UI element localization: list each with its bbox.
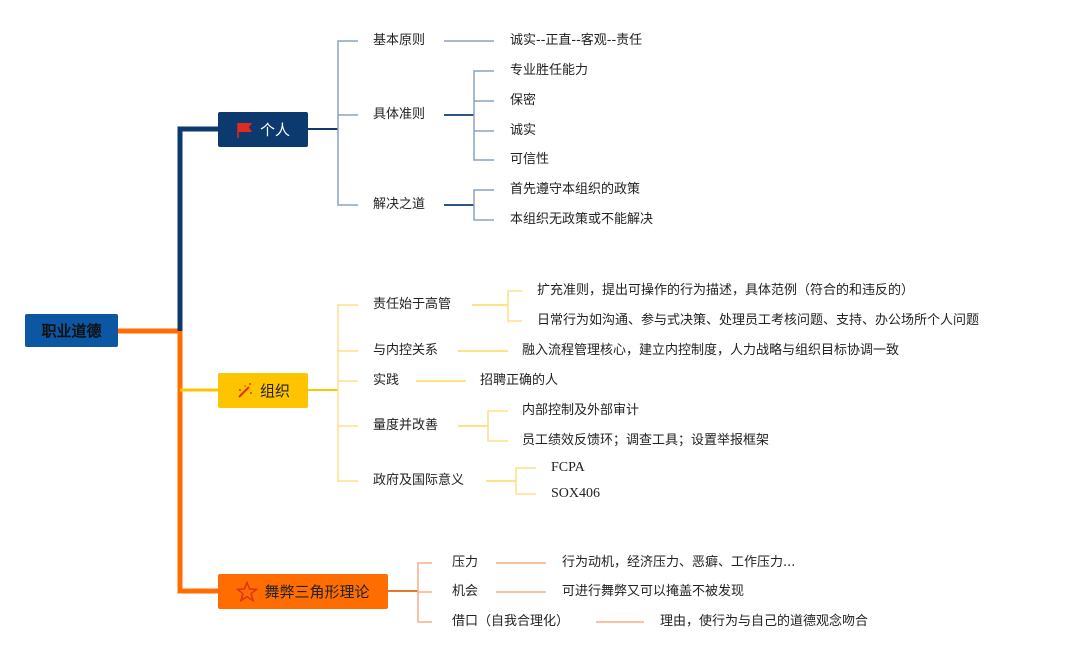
topic-principle[interactable]: 基本原则 xyxy=(373,33,426,48)
leaf-measure[interactable]: 员工绩效反馈环；调查工具；设置举报框架 xyxy=(522,433,770,448)
topic-control[interactable]: 与内控关系 xyxy=(373,343,439,358)
root-node[interactable]: 职业道德 xyxy=(25,314,118,347)
topic-excuse[interactable]: 借口（自我合理化） xyxy=(452,614,570,629)
leaf-management[interactable]: 扩充准则，提出可操作的行为描述，具体范例（符合的和违反的） xyxy=(537,283,915,298)
leaf-control[interactable]: 融入流程管理核心，建立内控制度，人力战略与组织目标协调一致 xyxy=(522,343,900,358)
magic-wand-icon xyxy=(236,382,254,400)
topic-opportunity[interactable]: 机会 xyxy=(452,584,479,599)
topic-resolution[interactable]: 解决之道 xyxy=(373,197,426,212)
leaf-rule[interactable]: 专业胜任能力 xyxy=(510,63,589,78)
topic-gov[interactable]: 政府及国际意义 xyxy=(373,473,465,488)
node-fraud[interactable]: 舞弊三角形理论 xyxy=(218,574,388,609)
fraud-label: 舞弊三角形理论 xyxy=(264,583,370,601)
star-icon xyxy=(236,580,259,603)
topic-pressure[interactable]: 压力 xyxy=(452,555,479,570)
node-personal[interactable]: 个人 xyxy=(218,112,308,147)
leaf-resolution[interactable]: 首先遵守本组织的政策 xyxy=(510,182,641,197)
leaf-rule[interactable]: 诚实 xyxy=(510,123,537,138)
leaf-practice[interactable]: 招聘正确的人 xyxy=(480,373,559,388)
leaf-gov[interactable]: SOX406 xyxy=(551,486,601,501)
topic-rules[interactable]: 具体准则 xyxy=(373,107,426,122)
leaf-rule[interactable]: 可信性 xyxy=(510,152,550,167)
topic-practice[interactable]: 实践 xyxy=(373,373,400,388)
topic-measure[interactable]: 量度并改善 xyxy=(373,418,439,433)
leaf-resolution[interactable]: 本组织无政策或不能解决 xyxy=(510,212,654,227)
personal-label: 个人 xyxy=(259,121,290,139)
leaf-principle[interactable]: 诚实--正直--客观--责任 xyxy=(510,33,643,48)
node-org[interactable]: 组织 xyxy=(218,373,308,408)
leaf-gov[interactable]: FCPA xyxy=(551,460,585,475)
topic-management[interactable]: 责任始于高管 xyxy=(373,297,452,312)
root-label: 职业道德 xyxy=(41,322,102,340)
flag-icon xyxy=(236,121,254,139)
leaf-pressure[interactable]: 行为动机，经济压力、恶癖、工作压力... xyxy=(562,555,796,570)
leaf-measure[interactable]: 内部控制及外部审计 xyxy=(522,403,640,418)
leaf-excuse[interactable]: 理由，使行为与自己的道德观念吻合 xyxy=(660,614,869,629)
org-label: 组织 xyxy=(259,382,290,400)
leaf-rule[interactable]: 保密 xyxy=(510,93,537,108)
leaf-management[interactable]: 日常行为如沟通、参与式决策、处理员工考核问题、支持、办公场所个人问题 xyxy=(537,313,980,328)
leaf-opportunity[interactable]: 可进行舞弊又可以掩盖不被发现 xyxy=(562,584,745,599)
